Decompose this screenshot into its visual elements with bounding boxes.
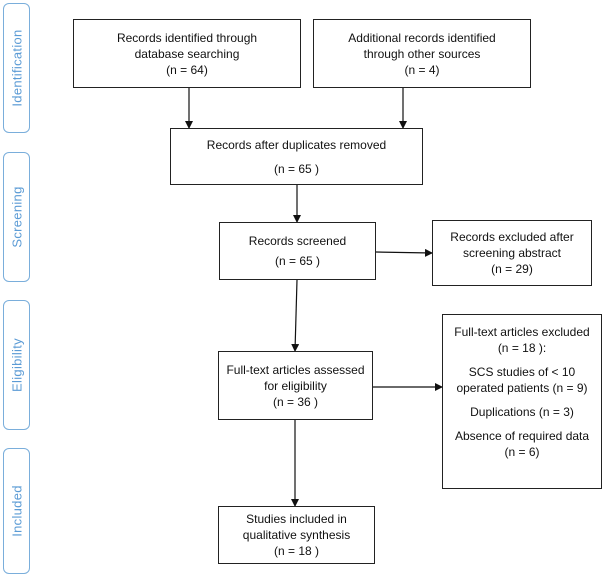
box-studies-included: Studies included in qualitative synthesi… — [218, 506, 375, 564]
included-line1: Studies included in — [246, 512, 347, 526]
exclusion-reason-small-studies-line2: operated patients (n = 9) — [456, 381, 588, 395]
database-records-line1: Records identified through — [116, 30, 258, 45]
excluded-screening-count: (n = 29) — [491, 262, 533, 276]
exclusion-reason-small-studies-line1: SCS studies of < 10 — [468, 365, 576, 379]
excluded-screening-line2: screening abstract — [462, 246, 562, 260]
arrow-screened-to-assessed — [291, 279, 300, 352]
records-screened-count: (n = 65 ) — [274, 254, 321, 268]
box-fulltext-excluded: Full-text articles excluded (n = 18 ): S… — [442, 314, 602, 489]
box-database-records: Records identified through database sear… — [73, 19, 301, 88]
other-records-line1: Additional records identified — [348, 30, 496, 45]
database-records-count: (n = 64) — [166, 62, 208, 77]
included-count: (n = 18 ) — [273, 544, 320, 558]
excluded-screening-line1: Records excluded after — [450, 230, 574, 244]
stage-eligibility: Eligibility — [3, 300, 30, 430]
after-duplicates-line1: Records after duplicates removed — [206, 137, 387, 152]
box-other-records: Additional records identified through ot… — [313, 19, 531, 88]
stage-screening: Screening — [3, 152, 30, 282]
fulltext-excluded-count: (n = 18 ): — [497, 341, 547, 355]
arrow-screened-to-excluded — [375, 248, 433, 257]
stage-identification: Identification — [3, 3, 30, 133]
box-assessed-eligibility: Full-text articles assessed for eligibil… — [218, 351, 373, 420]
fulltext-excluded-line1: Full-text articles excluded — [454, 325, 590, 339]
assessed-line2: for eligibility — [264, 378, 327, 393]
box-excluded-screening: Records excluded after screening abstrac… — [432, 220, 592, 286]
included-line2: qualitative synthesis — [242, 528, 351, 542]
exclusion-reason-duplications: Duplications (n = 3) — [470, 405, 574, 419]
assessed-count: (n = 36 ) — [272, 394, 319, 409]
box-records-screened: Records screened (n = 65 ) — [219, 222, 376, 280]
stage-included: Included — [3, 448, 30, 574]
assessed-line1: Full-text articles assessed — [226, 362, 365, 377]
database-records-line2: database searching — [134, 46, 240, 61]
other-records-line2: through other sources — [363, 46, 481, 61]
exclusion-reason-missing-data-line1: Absence of required data — [454, 429, 590, 443]
records-screened-line1: Records screened — [248, 234, 347, 248]
other-records-count: (n = 4) — [404, 62, 440, 77]
after-duplicates-count: (n = 65 ) — [273, 161, 320, 176]
exclusion-reason-missing-data-line2: (n = 6) — [504, 445, 540, 459]
box-after-duplicates: Records after duplicates removed (n = 65… — [170, 128, 423, 185]
